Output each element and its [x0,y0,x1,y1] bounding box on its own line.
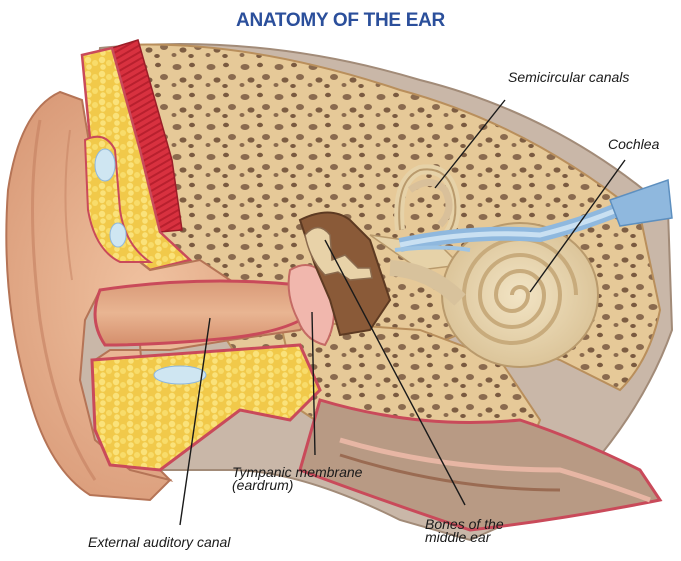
label-external-auditory-canal: External auditory canal [88,536,230,549]
label-tympanic-membrane: Tympanic membrane (eardrum) [232,466,362,492]
label-semicircular-canals: Semicircular canals [508,71,629,84]
label-cochlea: Cochlea [608,138,659,151]
label-bones-middle-ear: Bones of the middle ear [425,518,504,544]
diagram-title: ANATOMY OF THE EAR [0,10,681,32]
